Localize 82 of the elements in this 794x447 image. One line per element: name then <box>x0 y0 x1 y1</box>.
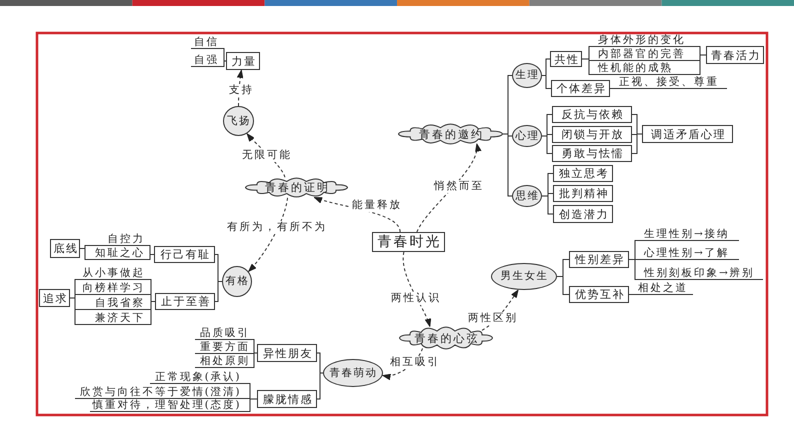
concept-cloud: 青春的心弦 <box>399 326 493 350</box>
branch-line <box>146 254 154 260</box>
concept-box: 性别差异 <box>569 251 629 268</box>
concept-circle: 思维 <box>512 185 542 207</box>
underlined-text: 向榜样学习 <box>80 283 147 295</box>
dashed-arrow <box>402 252 431 328</box>
branch-line <box>80 248 90 260</box>
branch-line <box>680 54 706 75</box>
branch-line <box>542 196 554 214</box>
concept-box: 异性朋友 <box>257 344 317 362</box>
concept-box: 追求 <box>39 289 70 307</box>
branch-line <box>610 88 616 89</box>
edge-label: 支持 <box>227 84 255 96</box>
underlined-text: 自强 <box>191 54 221 67</box>
concept-circle: 生理 <box>512 63 542 88</box>
underlined-text: 正视、接受、尊重 <box>616 77 727 89</box>
concept-box: 独立思考 <box>553 165 613 182</box>
dashed-arrow <box>416 143 480 232</box>
concept-box: 批判精神 <box>553 185 613 202</box>
edge-label: 无限可能 <box>240 149 293 162</box>
underlined-text: 相处之道 <box>635 284 693 295</box>
branch-line <box>316 372 324 400</box>
branch-line <box>146 301 156 325</box>
concept-box: 行己有耻 <box>154 246 215 263</box>
branch-line <box>582 58 596 75</box>
underlined-text: 知耻之心 <box>90 249 147 260</box>
branch-line <box>220 48 226 62</box>
concept-box: 力量 <box>226 52 260 70</box>
branch-line <box>252 339 258 354</box>
concept-box: 闭锁与开放 <box>552 126 632 143</box>
branch-line <box>628 294 636 295</box>
concept-box: 勇敢与怯懦 <box>552 145 632 162</box>
concept-cloud: 青春的证明 <box>245 177 348 198</box>
concept-box: 个体差异 <box>551 80 610 97</box>
edge-label: 两性认识 <box>389 292 442 304</box>
underlined-text: 欣赏与向往不等于爱情(澄清) <box>75 388 243 399</box>
underlined-text: 相处原则 <box>195 357 252 368</box>
underlined-text: 正常现象(承认) <box>150 373 243 384</box>
underlined-text: 自控力 <box>90 235 147 246</box>
underlined-text: 兼济天下 <box>80 313 147 325</box>
concept-box: 共性 <box>550 51 582 67</box>
concept-box: 朦胧情感 <box>257 390 317 408</box>
edge-label: 悄然而至 <box>432 180 485 192</box>
branch-line <box>316 352 324 374</box>
underlined-text: 心理性别→了解 <box>641 248 739 260</box>
branch-line <box>502 134 512 196</box>
concept-box: 优势互补 <box>569 286 629 303</box>
branch-line <box>220 60 226 67</box>
underlined-text: 身体外形的变化 <box>595 35 692 47</box>
underlined-text: 自我省察 <box>80 298 147 310</box>
branch-line <box>628 259 642 280</box>
concept-box: 底线 <box>50 239 80 258</box>
concept-cloud: 青春的邀约 <box>398 123 503 145</box>
concept-box: 青春活力 <box>706 46 764 64</box>
underlined-text: 慎重对待，理智处理(态度) <box>90 401 243 412</box>
concept-box: 创造潜力 <box>553 205 613 223</box>
branch-line <box>242 398 258 412</box>
underlined-text: 自信 <box>191 36 221 49</box>
underlined-text: 内部器官的完善 <box>595 49 692 61</box>
concept-box: 反抗与依赖 <box>552 106 632 123</box>
concept-circle: 有格 <box>222 266 252 297</box>
concept-circle: 飞扬 <box>223 106 254 136</box>
concept-circle: 心理 <box>512 125 542 147</box>
edge-label: 能量释放 <box>350 199 403 212</box>
branch-line <box>214 281 222 302</box>
branch-line <box>70 298 80 325</box>
central-box: 青春时光 <box>372 232 445 252</box>
concept-box: 调适矛盾心理 <box>642 125 733 143</box>
underlined-text: 重要方面 <box>195 343 252 354</box>
underlined-text: 生理性别→接纳 <box>641 229 739 241</box>
underlined-text: 性机能的成熟 <box>595 63 680 75</box>
branch-line <box>556 276 570 295</box>
underlined-text: 品质吸引 <box>195 329 252 340</box>
underlined-text: 从小事做起 <box>80 268 147 280</box>
branch-line <box>632 134 642 154</box>
concept-box: 止于至善 <box>155 293 215 310</box>
concept-ellipse: 男生女生 <box>491 263 557 290</box>
dashed-arrow <box>248 197 288 272</box>
branch-line <box>252 352 258 368</box>
underlined-text: 性别刻板印象→辨别 <box>641 268 763 280</box>
branch-line <box>542 136 552 154</box>
concept-ellipse: 青春萌动 <box>323 359 383 387</box>
